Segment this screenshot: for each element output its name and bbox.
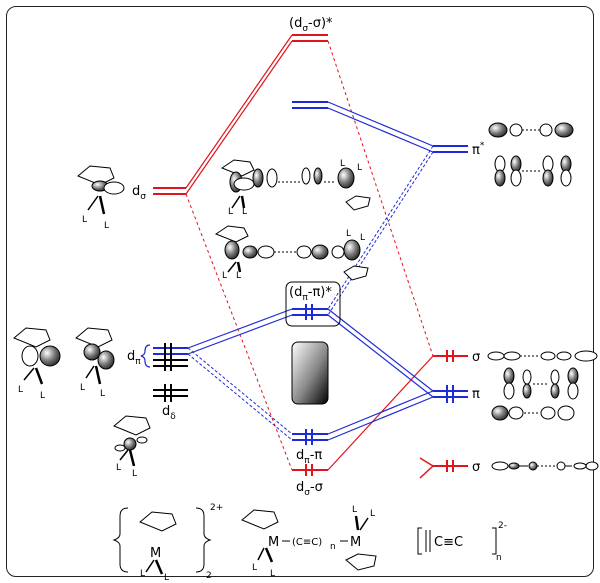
level-upper-blue	[292, 101, 328, 109]
fragment-dsigma-icon	[77, 165, 125, 215]
label-bridge: (C≡C)	[292, 537, 322, 548]
label-d-pi: dπ	[127, 349, 141, 367]
label-L-mid2a: L	[346, 229, 351, 239]
level-pi-right	[433, 385, 468, 403]
label-L-ddelta1: L	[116, 463, 121, 473]
orbital-pi-star-row2-icon	[494, 155, 572, 187]
label-pi-star: π*	[472, 141, 485, 158]
fragment-dpi-b-icon	[75, 327, 115, 385]
label-L-mid2d: L	[236, 271, 241, 281]
label-bridge-L2: L	[270, 569, 275, 579]
gradient-block-icon	[291, 341, 329, 405]
label-dpi-pi: dπ-π	[296, 448, 322, 466]
formula-bridge-icon	[241, 509, 377, 571]
level-dsigma-sigma	[292, 464, 328, 476]
label-bridge-M2: M	[350, 535, 361, 550]
level-dpi-pi-star	[292, 304, 328, 320]
label-bridge-L4: L	[370, 509, 375, 519]
level-pi-star	[433, 145, 468, 153]
label-sigma-right: σ	[472, 350, 480, 365]
dimer-subscript: 2	[206, 571, 212, 581]
label-L-mid2c: L	[222, 271, 227, 281]
label-sigma-low-right: σ	[472, 460, 480, 475]
label-bridge-L3: L	[352, 505, 357, 515]
dpi-brace	[140, 344, 151, 368]
label-L-mid1c: L	[228, 207, 233, 217]
level-sigma-right	[433, 350, 468, 362]
label-pi-right: π	[472, 387, 480, 402]
label-L-mid1d: L	[242, 207, 247, 217]
orbital-middle-lower-icon	[214, 225, 369, 281]
formula-polyyne-icon	[417, 527, 497, 555]
fragment-dpi-a-icon	[13, 327, 61, 385]
orbital-pi-star-row1-icon	[488, 122, 574, 138]
label-dsigma-sigma-star: (dσ-σ)*	[289, 16, 333, 34]
orbital-middle-upper-icon	[220, 159, 371, 211]
label-polyyne: C≡C	[434, 535, 463, 550]
correlation-lines	[185, 34, 434, 471]
level-sigma-low-right	[419, 457, 468, 479]
label-L-dsigma2: L	[104, 221, 109, 231]
label-L-mid1b: L	[357, 163, 362, 173]
orbital-pi-right-icon	[491, 367, 579, 421]
level-d-pi	[153, 343, 188, 371]
fragment-ddelta-icon	[113, 415, 151, 467]
label-L-mid2b: L	[360, 233, 365, 243]
label-L-dpi-b2: L	[100, 389, 105, 399]
label-dimer-L2: L	[164, 573, 169, 583]
label-L-dsigma1: L	[82, 215, 87, 225]
orbital-sigma-low-right-icon	[491, 461, 599, 471]
label-L-dpi-b1: L	[80, 383, 85, 393]
label-bridge-M1: M	[268, 535, 279, 550]
dpi-pi-star-box	[285, 281, 341, 327]
label-L-dpi-a2: L	[40, 391, 45, 401]
level-dsigma-sigma-star	[292, 34, 328, 42]
level-d-delta	[153, 384, 188, 402]
label-L-ddelta2: L	[132, 469, 137, 479]
label-dimer-M: M	[150, 546, 161, 561]
label-d-delta: dδ	[162, 404, 176, 422]
formula-dimer-icon	[112, 507, 212, 575]
label-polyyne-charge: 2-	[498, 521, 507, 531]
label-d-sigma: dσ	[132, 184, 146, 202]
label-dsigma-sigma: dσ-σ	[296, 480, 323, 498]
label-L-mid1a: L	[340, 159, 345, 169]
level-d-sigma	[153, 187, 186, 195]
label-polyyne-n: n	[496, 553, 502, 563]
label-dimer-L1: L	[140, 569, 145, 579]
label-bridge-L1: L	[252, 563, 257, 573]
level-dpi-pi	[292, 429, 328, 445]
label-dpi-pi-star: (dπ-π)*	[289, 285, 332, 303]
orbital-sigma-right-icon	[487, 350, 598, 362]
label-bridge-n: n	[330, 542, 336, 552]
label-L-dpi-a1: L	[18, 385, 23, 395]
dimer-charge: 2+	[210, 503, 223, 513]
